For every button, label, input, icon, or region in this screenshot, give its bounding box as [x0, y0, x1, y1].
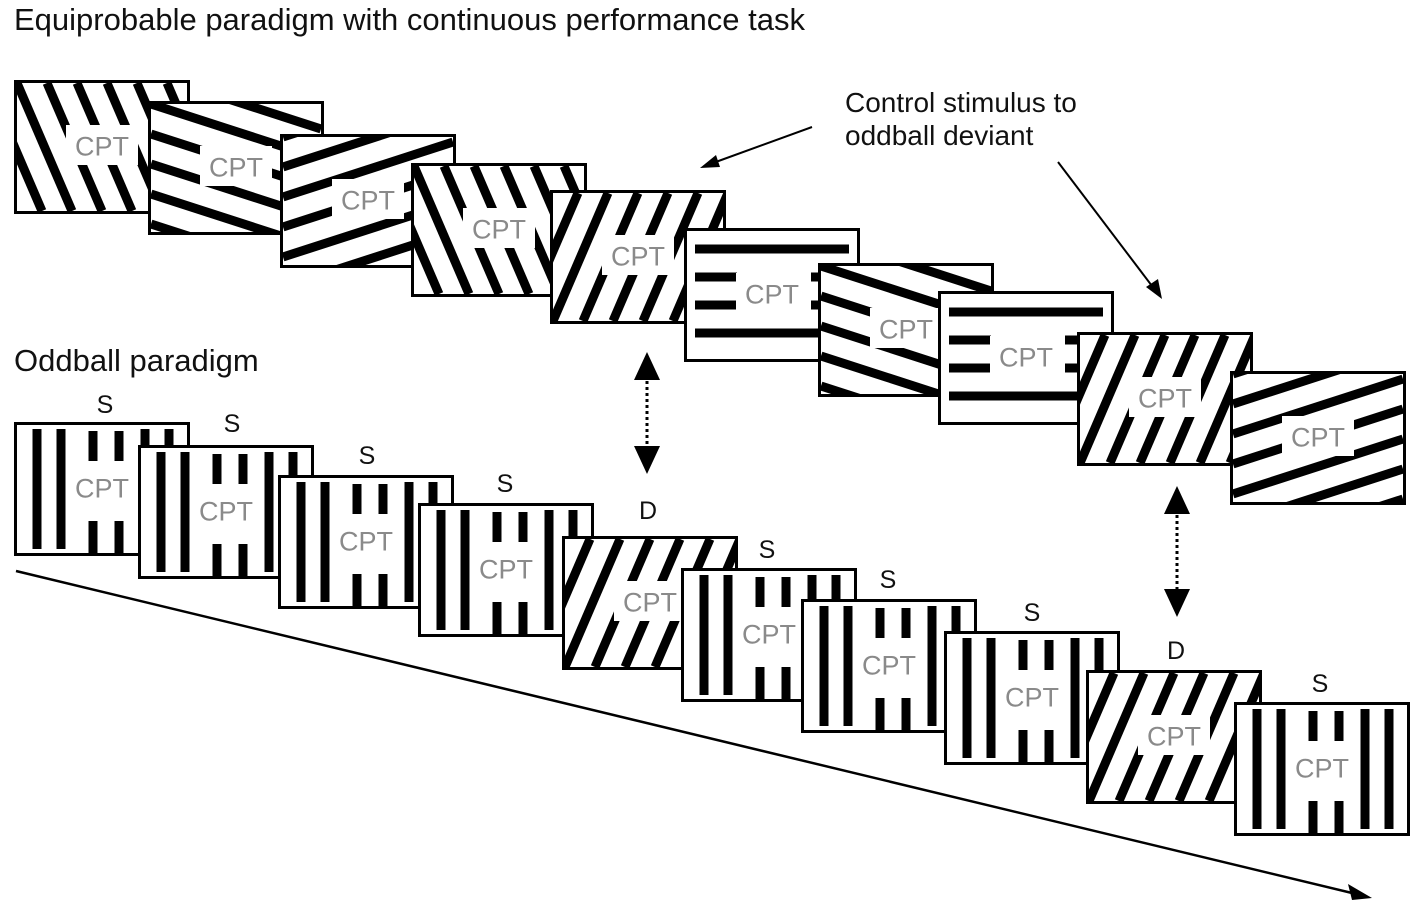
cpt-label: CPT — [862, 650, 916, 681]
standard-letter: S — [496, 470, 514, 498]
standard-letter: S — [1311, 670, 1329, 698]
deviant-letter: D — [638, 497, 658, 525]
standard-letter: S — [758, 536, 776, 564]
top-stimulus-card: CPT — [1077, 332, 1253, 466]
cpt-label: CPT — [339, 526, 393, 557]
comparison-arrow-1 — [634, 352, 660, 474]
cpt-label: CPT — [742, 619, 796, 650]
cpt-label: CPT — [1138, 383, 1192, 414]
deviant-letter: D — [1166, 637, 1186, 665]
title-equiprobable: Equiprobable paradigm with continuous pe… — [14, 2, 805, 37]
annotation-arrow-left — [712, 126, 813, 164]
cpt-label: CPT — [999, 342, 1053, 373]
bottom-stimulus-card: CPT — [1234, 702, 1410, 836]
comparison-arrow-2 — [1164, 486, 1190, 617]
standard-letter: S — [358, 442, 376, 470]
stimulus-grating — [156, 452, 298, 576]
stimulus-grating — [695, 244, 849, 338]
standard-letter: S — [879, 566, 897, 594]
bottom-stimulus-card: CPT — [801, 599, 977, 733]
cpt-label: CPT — [209, 152, 263, 183]
annotation-arrow-left-head — [700, 155, 720, 168]
standard-letter: S — [96, 391, 114, 419]
annotation-line-1: Control stimulus to — [845, 87, 1077, 118]
annotation-arrow-right-head — [1146, 279, 1162, 299]
top-stimulus-card: CPT — [1230, 371, 1406, 505]
time-axis-line — [15, 569, 1353, 895]
stimulus-grating — [962, 638, 1104, 762]
cpt-label: CPT — [341, 185, 395, 216]
cpt-label: CPT — [75, 131, 129, 162]
annotation-line-2: oddball deviant — [845, 120, 1034, 151]
title-oddball: Oddball paradigm — [14, 343, 259, 378]
cpt-label: CPT — [75, 473, 129, 504]
cpt-label: CPT — [879, 314, 933, 345]
stimulus-grating — [1233, 374, 1403, 502]
cpt-label: CPT — [1291, 422, 1345, 453]
cpt-label: CPT — [623, 587, 677, 618]
cpt-label: CPT — [1005, 682, 1059, 713]
cpt-label: CPT — [1147, 721, 1201, 752]
cpt-label: CPT — [745, 279, 799, 310]
cpt-label: CPT — [1295, 753, 1349, 784]
cpt-label: CPT — [199, 496, 253, 527]
standard-letter: S — [1023, 599, 1041, 627]
stimulus-grating — [1252, 709, 1394, 833]
time-axis-arrowhead — [1348, 884, 1372, 900]
cpt-label: CPT — [479, 554, 533, 585]
annotation-arrow-right — [1057, 161, 1153, 287]
cpt-label: CPT — [611, 241, 665, 272]
cpt-label: CPT — [472, 214, 526, 245]
standard-letter: S — [223, 410, 241, 438]
